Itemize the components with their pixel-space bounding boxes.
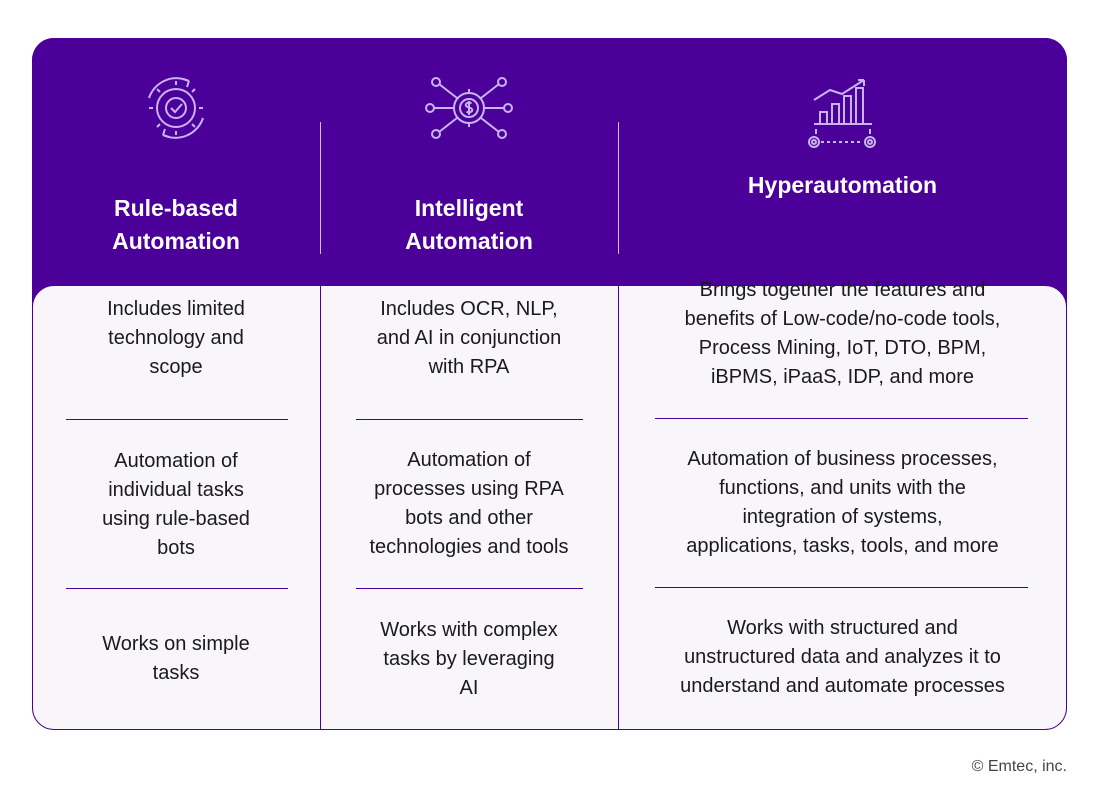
column-divider [618, 285, 619, 730]
row-divider [66, 419, 288, 420]
cell-intelligent-2: Automation of processes using RPA bots a… [369, 449, 569, 558]
column-title: Intelligent Automation [405, 195, 533, 254]
dollar-gear-network-icon [425, 76, 513, 145]
row-divider [356, 588, 583, 589]
cell-rule-based-2: Automation of individual tasks using rul… [102, 450, 250, 559]
cell-hyperautomation-3: Works with structured and unstructured d… [680, 617, 1005, 697]
header-divider [618, 122, 619, 254]
row-divider [356, 419, 583, 420]
column-divider [320, 285, 321, 730]
cell-hyperautomation-2: Automation of business processes, functi… [686, 448, 999, 557]
copyright-text: © Emtec, inc. [971, 758, 1067, 775]
comparison-body [32, 285, 1067, 730]
cell-rule-based-3: Works on simple tasks [102, 633, 250, 684]
column-title: Hyperautomation [747, 172, 938, 198]
header-band [32, 38, 1067, 298]
gear-check-icon [141, 73, 211, 148]
row-divider [655, 418, 1028, 419]
comparison-card: Rule-based Automation Intelligent Automa… [32, 38, 1067, 730]
column-header-rule-based: Rule-based Automation [32, 38, 320, 285]
growth-chart-gears-icon [804, 76, 882, 157]
header-divider [320, 122, 321, 254]
cell-rule-based-1: Includes limited technology and scope [107, 298, 245, 378]
column-header-hyperautomation: Hyperautomation [618, 38, 1067, 285]
row-divider [66, 588, 288, 589]
column-title: Rule-based Automation [112, 195, 240, 254]
cell-intelligent-3: Works with complex tasks by leveraging A… [380, 619, 558, 699]
cell-hyperautomation-1: Brings together the features and benefit… [684, 279, 1001, 388]
column-header-intelligent: Intelligent Automation [320, 38, 618, 285]
row-divider [655, 587, 1028, 588]
cell-intelligent-1: Includes OCR, NLP, and AI in conjunction… [376, 298, 562, 378]
